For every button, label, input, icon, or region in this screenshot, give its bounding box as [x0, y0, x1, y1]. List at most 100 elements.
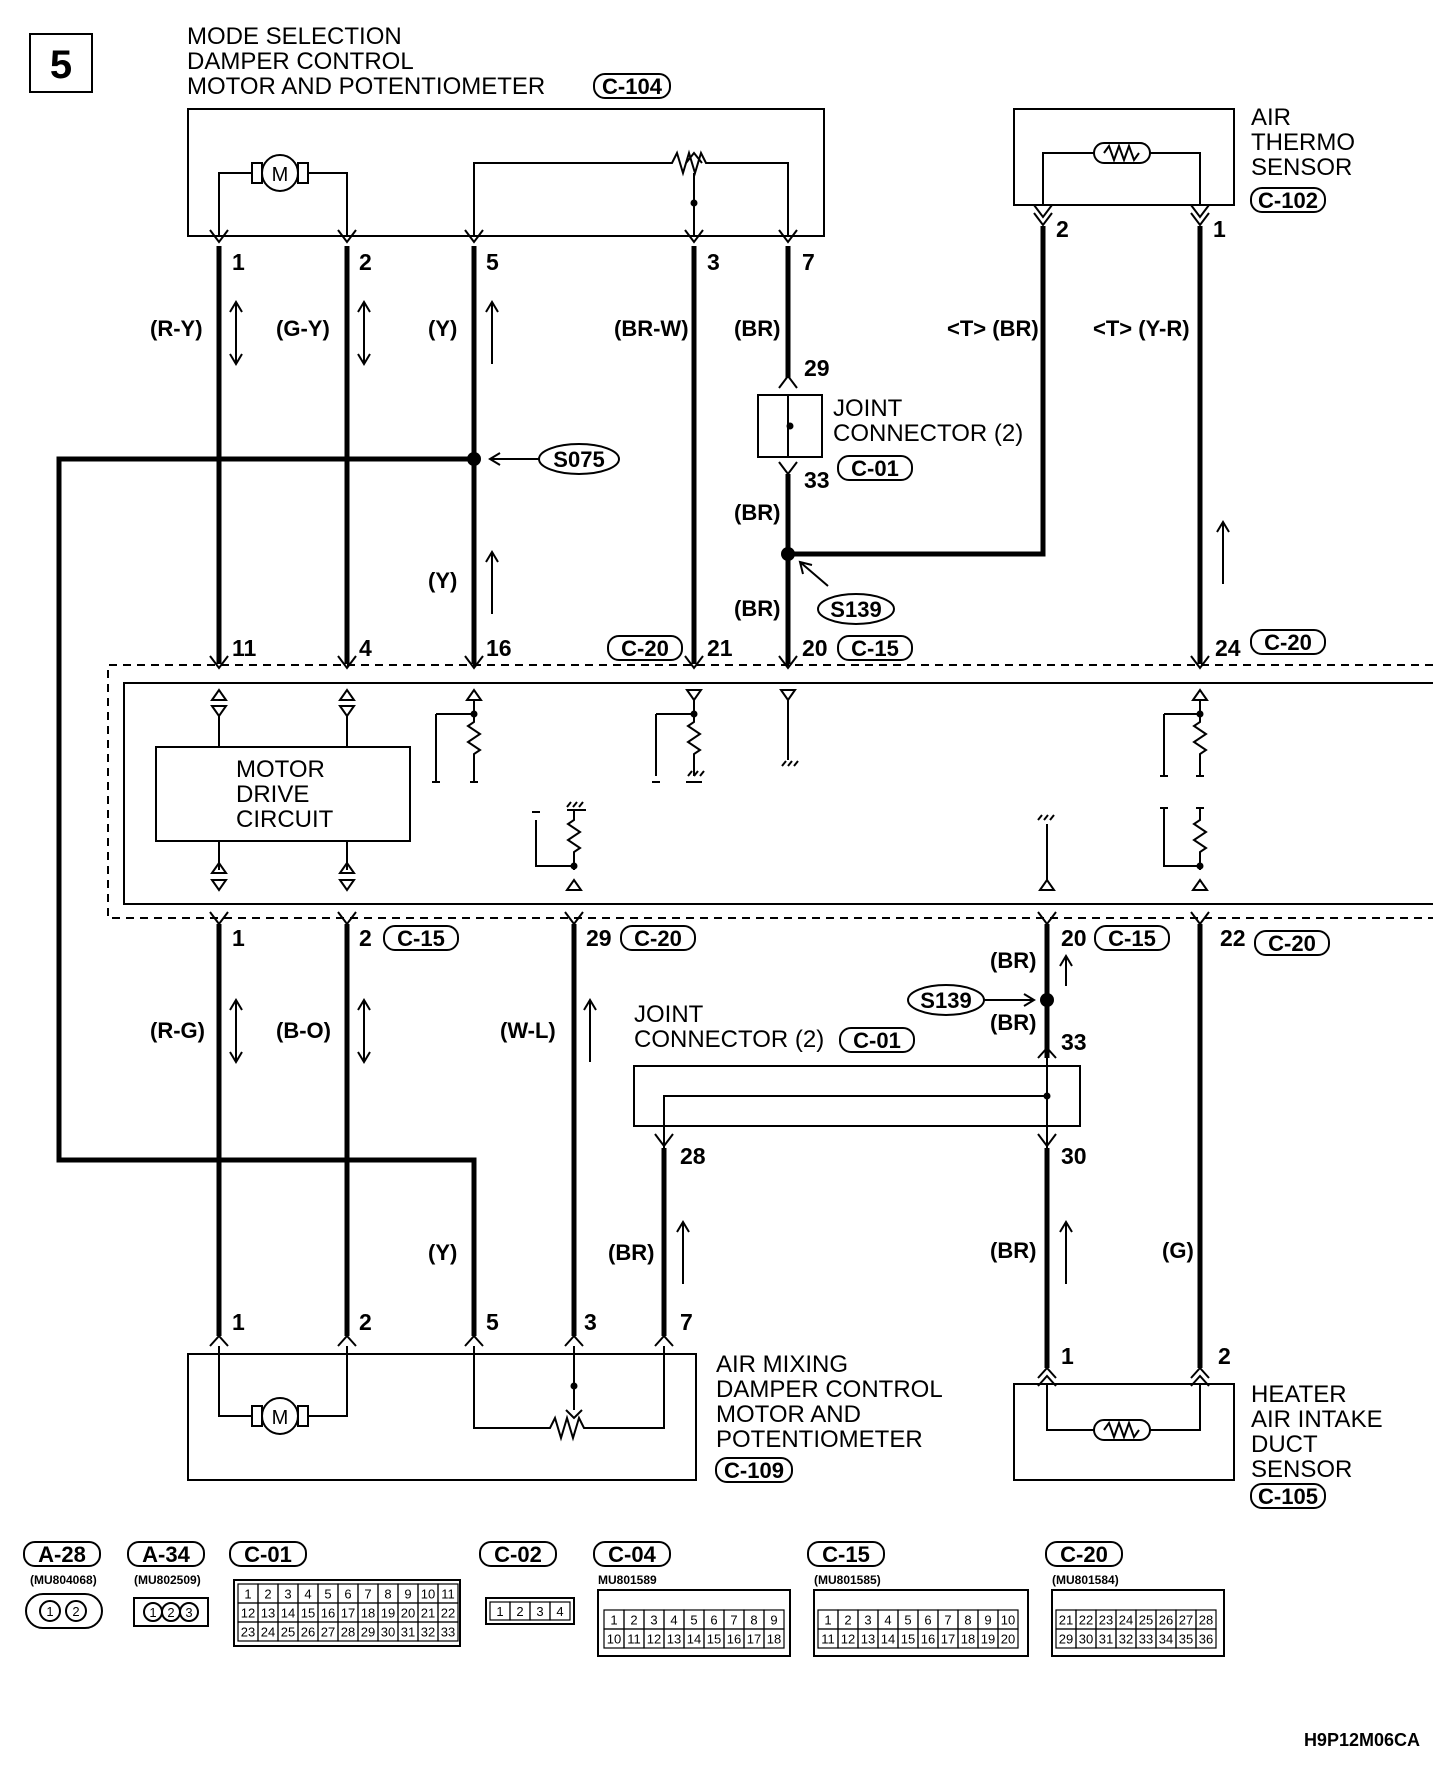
connector-cell-label: 21	[1059, 1613, 1073, 1628]
wire-y3-label: (Y)	[428, 1240, 457, 1265]
connector-cell-label: 30	[1079, 1632, 1093, 1647]
wire-br1-label: (BR)	[734, 316, 780, 341]
connector-cell-label: 12	[841, 1632, 855, 1647]
air-mix-motor-brush-right	[297, 1405, 309, 1427]
air-thermo-wiring	[1042, 152, 1201, 205]
pin-l2: 2	[359, 925, 372, 951]
air-mix-motor-wiring	[218, 1346, 348, 1417]
joint-top-chevron-in	[778, 374, 798, 389]
pin-u21: 21	[707, 635, 733, 661]
wire-br5-label: (BR)	[990, 1010, 1036, 1035]
ecu-l20-connector-badge	[1094, 925, 1170, 951]
legend-c02-face	[485, 1597, 575, 1625]
arrow-rg-bidirectional	[229, 998, 243, 1064]
connector-cell-label: 14	[687, 1632, 701, 1647]
joint-top-chevron-out	[778, 461, 798, 476]
wire-wl-label: (W-L)	[500, 1018, 556, 1043]
splice-s139-top-node	[781, 547, 795, 561]
pin-jb33: 33	[1061, 1029, 1087, 1055]
connector-cell-label: 18	[361, 1606, 375, 1621]
connector-cell-label: 18	[767, 1632, 781, 1647]
heater-duct-title-3: DUCT	[1251, 1431, 1318, 1458]
legend-a28-pin1	[39, 1600, 61, 1622]
joint-bottom-title-2: CONNECTOR (2)	[634, 1026, 824, 1053]
connector-cell-label: 24	[261, 1625, 275, 1640]
legend-a34-label1: 1	[149, 1605, 156, 1620]
connector-cell-label: 12	[647, 1632, 661, 1647]
connector-cell-label: 28	[341, 1625, 355, 1640]
ecu-l2-connector-badge	[383, 925, 459, 951]
arrow-br6-up	[676, 1220, 690, 1284]
legend-a34-label2: 2	[167, 1605, 174, 1620]
air-thermo-connector: C-102	[1258, 188, 1318, 213]
connector-cell-label: 2	[844, 1613, 851, 1628]
connector-cell-label: 17	[747, 1632, 761, 1647]
connector-cell-label: 25	[281, 1625, 295, 1640]
connector-cell-label: 24	[1119, 1613, 1133, 1628]
ecu-pin29-resistor	[532, 801, 586, 870]
wire-g-label: (G)	[1162, 1238, 1194, 1263]
connector-cell-label: 29	[361, 1625, 375, 1640]
connector-cell-label: 30	[381, 1625, 395, 1640]
heater-duct-pin-chevrons	[1037, 1366, 1210, 1387]
pin-l1: 1	[232, 925, 245, 951]
wire-y2-label: (Y)	[428, 568, 457, 593]
arrow-tyr-up	[1216, 520, 1230, 584]
pin-h2: 2	[1218, 1343, 1231, 1369]
wire-ry-label: (R-Y)	[150, 316, 203, 341]
air-mix-pot-resistor	[473, 1346, 665, 1442]
thermistor-icon	[1093, 142, 1151, 164]
heater-duct-title-2: AIR INTAKE	[1251, 1406, 1383, 1433]
connector-cell-label: 17	[941, 1632, 955, 1647]
splice-s139-bottom-arrow	[984, 993, 1036, 1007]
legend-c01-badge	[229, 1541, 307, 1567]
connector-cell-label: 7	[364, 1587, 371, 1602]
connector-cell-label: 23	[1099, 1613, 1113, 1628]
ecu-u20-connector-badge	[837, 635, 913, 661]
air-thermo-title-3: SENSOR	[1251, 154, 1352, 181]
ecu-pin24-resistor	[1160, 688, 1209, 777]
connector-cell-label: 20	[401, 1606, 415, 1621]
splice-s139-bottom-label: S139	[920, 988, 971, 1013]
mode-pot-resistor	[473, 149, 789, 236]
connector-cell	[763, 1628, 785, 1649]
mode-damper-title-2: DAMPER CONTROL	[187, 48, 414, 75]
joint-bottom-box	[633, 1065, 1081, 1127]
heater-thermistor-zigzag	[1103, 1420, 1140, 1440]
connector-cell-label: 9	[404, 1587, 411, 1602]
connector-cell-label: 4	[884, 1613, 891, 1628]
wire-brw-label: (BR-W)	[614, 316, 689, 341]
air-thermo-title-1: AIR	[1251, 104, 1291, 131]
connector-cell-label: 10	[1001, 1613, 1015, 1628]
legend-c04-face	[597, 1589, 791, 1657]
joint-bottom-chevrons-out	[654, 1133, 1057, 1148]
legend-c20-part: (MU801584)	[1052, 1573, 1119, 1587]
joint-bottom-connector-badge	[839, 1027, 915, 1053]
mode-motor-brush-left	[251, 162, 263, 184]
wire-bo-label: (B-O)	[276, 1018, 331, 1043]
connector-cell-label: 3	[864, 1613, 871, 1628]
air-mix-motor-icon	[261, 1397, 299, 1435]
wire-rg-label: (R-G)	[150, 1018, 205, 1043]
connector-cell	[549, 1601, 571, 1621]
legend-a28-badge	[23, 1541, 101, 1567]
ecu-u21-connector: C-20	[621, 636, 669, 661]
ecu-l22-connector-badge	[1254, 930, 1330, 956]
joint-top-box	[757, 394, 823, 458]
joint-top-connector-badge	[837, 455, 913, 481]
connector-cell-label: 1	[496, 1604, 503, 1619]
connector-cell-label: 28	[1199, 1613, 1213, 1628]
connector-cell	[1195, 1628, 1217, 1649]
heater-duct-component: 1 2 HEATER AIR INTAKE DUCT SENSOR C-105	[1013, 1343, 1383, 1509]
connector-cell	[437, 1621, 459, 1642]
air-mix-connector: C-109	[724, 1458, 784, 1483]
pin-j33: 33	[804, 467, 830, 493]
connector-cell-label: 8	[384, 1587, 391, 1602]
connector-cell-label: 32	[421, 1625, 435, 1640]
heater-thermistor-icon	[1093, 1419, 1151, 1441]
pin-m7: 7	[802, 249, 815, 275]
air-thermo-connector-badge	[1250, 187, 1326, 213]
